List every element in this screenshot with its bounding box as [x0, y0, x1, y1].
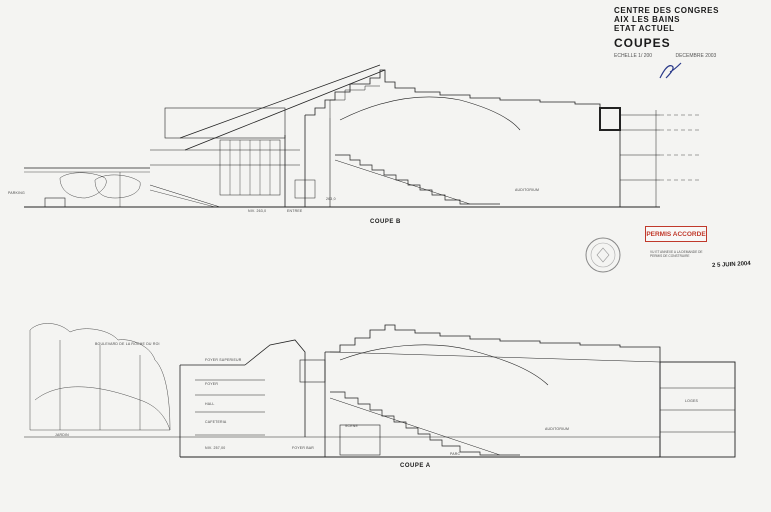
- permit-note: VU ET ANNEXE A LA DEMANDE DE PERMIS DE C…: [650, 250, 703, 258]
- label-entree-b: ENTREE: [287, 209, 303, 213]
- label-parc: PARC: [450, 452, 461, 456]
- label-level-b1: NIV. 263,0: [248, 209, 267, 213]
- label-loges: LOGES: [685, 399, 699, 403]
- sheet-heading: COUPES: [614, 36, 671, 50]
- label-auditorium-b: AUDITORIUM: [515, 188, 540, 192]
- title-block: CENTRE DES CONGRES AIX LES BAINS ETAT AC…: [614, 6, 764, 59]
- date-text: DECEMBRE 2003: [675, 53, 717, 59]
- caption-section-b: COUPE B: [370, 219, 401, 225]
- seal-stamp-icon: [585, 237, 621, 273]
- label-hall: HALL: [205, 402, 215, 406]
- label-foyer-sup: FOYER SUPERIEUR: [205, 358, 242, 362]
- label-level-a: NIV. 257,00: [205, 446, 226, 450]
- label-garden: JARDIN: [55, 433, 69, 437]
- scale-text: ECHELLE 1/ 200: [614, 53, 653, 59]
- permit-stamp: PERMIS ACCORDE: [645, 226, 707, 242]
- label-auditorium-a: AUDITORIUM: [545, 427, 570, 431]
- signature-icon: [659, 62, 682, 79]
- project-name: CENTRE DES CONGRES: [614, 6, 720, 15]
- caption-section-a: COUPE A: [400, 463, 431, 469]
- project-location: AIX LES BAINS: [614, 15, 681, 24]
- scale-date-row: ECHELLE 1/ 200 DECEMBRE 2003: [614, 53, 764, 59]
- label-parking: PARKING: [8, 191, 25, 195]
- project-state: ETAT ACTUEL: [614, 24, 675, 33]
- label-scene: SCENE: [345, 424, 359, 428]
- label-level-b2: 263,0: [326, 197, 336, 201]
- label-foyer: FOYER: [205, 382, 219, 386]
- label-foyer-bar: FOYER BAR: [292, 446, 315, 450]
- label-boulevard: BOULEVARD DE LA ROCHE DU ROI: [95, 342, 160, 346]
- label-cafeteria: CAFETERIA: [205, 420, 227, 424]
